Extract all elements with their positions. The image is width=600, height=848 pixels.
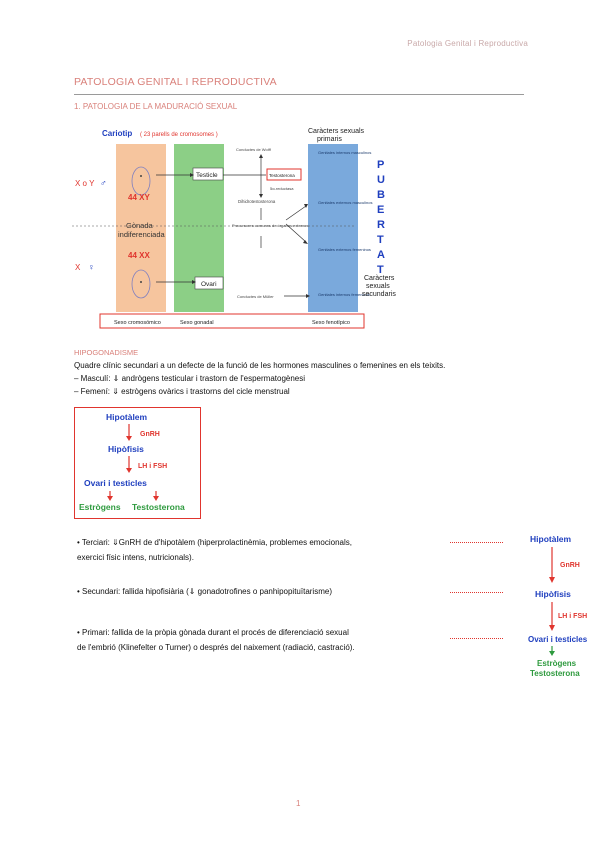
- sexual-differentiation-diagram: Cariotip ( 23 parells de cromosomes ) X …: [72, 128, 396, 329]
- axis-gonads: Ovari i testicles: [84, 478, 147, 488]
- female-cell-icon: [131, 269, 151, 299]
- puberty-letter: B: [377, 189, 385, 201]
- testis-box: [192, 167, 224, 181]
- male-symbol-icon: ♂: [100, 178, 107, 188]
- male-karyotype: 44 XY: [128, 193, 150, 202]
- secondary-title-1: Caràcters: [364, 275, 395, 282]
- side-testosterone: Testosterona: [530, 669, 580, 678]
- puberty-letter: A: [377, 249, 385, 261]
- cause-primary-line-2: de l'embrió (Klinefelter o Turner) o des…: [77, 643, 355, 652]
- pointer-secondary: [450, 592, 503, 593]
- section-heading: 1. PATOLOGIA DE LA MADURACIÓ SEXUAL: [74, 102, 238, 111]
- testosterone-label: Testosterona: [269, 173, 295, 178]
- axis-lh-fsh: LH i FSH: [138, 463, 167, 470]
- side-hypothalamus: Hipotàlem: [530, 534, 572, 544]
- secondary-title-3: secundaris: [362, 291, 396, 298]
- hypogonadism-definition: Quadre clínic secundari a un defecte de …: [74, 361, 446, 370]
- cause-tertiary-line-1: • Terciari: ⇓GnRH de d'hipotàlem (hiperp…: [77, 538, 353, 547]
- karyotype-title: Cariotip: [102, 129, 132, 138]
- cause-primary: • Primari: fallida de la pròpia gònada d…: [77, 625, 417, 655]
- cause-tertiary: • Terciari: ⇓GnRH de d'hipotàlem (hiperp…: [77, 535, 417, 565]
- hormone-axis-side-diagram: Hipotàlem GnRH Hipòfisis LH i FSH Ovari …: [528, 534, 588, 678]
- gonad-label-1: Gònada: [126, 221, 154, 230]
- chromosomal-band: [116, 144, 166, 312]
- footer-label-chromosomal: Sexo cromosómico: [114, 320, 161, 326]
- female-external-label: Genitales externos femeninos: [318, 247, 371, 252]
- primary-title-2: primaris: [317, 136, 342, 143]
- hormone-axis-diagram: Hipotàlem GnRH Hipòfisis LH i FSH Ovari …: [79, 412, 185, 512]
- axis-gnrh: GnRH: [140, 431, 160, 438]
- side-gnrh: GnRH: [560, 562, 580, 569]
- gonad-label-2: indiferenciada: [118, 230, 166, 239]
- male-cell-icon: [131, 166, 151, 196]
- title-rule: [74, 94, 524, 95]
- hypogonadism-male: – Masculí: ⇓ andrògens testicular i tras…: [74, 374, 306, 383]
- testis-label: Testicle: [196, 172, 218, 179]
- axis-estrogens: Estrògens: [79, 502, 121, 512]
- ovary-box: [194, 276, 224, 290]
- sex-levels-box: [99, 313, 365, 329]
- external-precursors-label: Precursores comunes de órganos externos: [232, 223, 308, 228]
- footer-label-phenotypic: Sexo fenotípico: [312, 320, 350, 326]
- pointer-tertiary: [450, 542, 503, 543]
- puberty-letter: T: [377, 234, 384, 246]
- side-estrogens: Estrògens: [537, 659, 577, 668]
- side-pituitary: Hipòfisis: [535, 589, 571, 599]
- cause-tertiary-line-2: exercici físic intens, nutricionals).: [77, 553, 194, 562]
- reductase-label: 5α-reductasa: [270, 186, 294, 191]
- axis-testosterone: Testosterona: [132, 502, 185, 512]
- axis-hypothalamus: Hipotàlem: [106, 412, 148, 422]
- female-label: X: [75, 263, 81, 272]
- puberty-letter: R: [377, 219, 385, 231]
- hypogonadism-female: – Femení: ⇓ estrògens ovàrics i trastorn…: [74, 387, 290, 396]
- puberty-letter: E: [377, 204, 384, 216]
- cause-secondary-line-1: • Secundari: fallida hipofisiària (⇓ gon…: [77, 587, 332, 596]
- side-gonads: Ovari i testicles: [528, 635, 588, 644]
- puberty-letter: P: [377, 159, 384, 171]
- karyotype-subtitle: ( 23 parells de cromosomes ): [140, 132, 218, 138]
- page-number: 1: [296, 799, 301, 808]
- female-karyotype: 44 XX: [128, 251, 150, 260]
- female-internal-label: Genitales internos femeninos: [318, 292, 370, 297]
- hypogonadism-heading: HIPOGONADISME: [74, 348, 139, 357]
- phenotypic-band: [308, 144, 358, 312]
- document-title: PATOLOGIA GENITAL I REPRODUCTIVA: [74, 76, 277, 88]
- primary-title-1: Caràcters sexuals: [308, 128, 365, 135]
- mullerian-label: Conductes de Müller: [237, 294, 274, 299]
- male-label: X o Y: [75, 179, 95, 188]
- cause-primary-line-1: • Primari: fallida de la pròpia gònada d…: [77, 628, 349, 637]
- wolff-label: Conductes de Wolff: [236, 147, 272, 152]
- running-header: Patologia Genital i Reproductiva: [407, 39, 528, 48]
- cause-secondary: • Secundari: fallida hipofisiària (⇓ gon…: [77, 584, 417, 599]
- male-internal-label: Genitales internos masculinos: [318, 150, 371, 155]
- dht-label: Dihidrotestosterona: [238, 199, 276, 204]
- secondary-title-2: sexuals: [366, 283, 390, 290]
- pointer-primary: [450, 638, 503, 639]
- footer-label-gonadal: Sexo gonadal: [180, 320, 214, 326]
- side-lh-fsh: LH i FSH: [558, 613, 587, 620]
- male-external-label: Genitales externos masculinos: [318, 200, 372, 205]
- puberty-letter: U: [377, 174, 385, 186]
- testosterone-box: [266, 168, 302, 181]
- female-symbol-icon: ♀: [88, 262, 95, 272]
- axis-pituitary: Hipòfisis: [108, 444, 144, 454]
- ovary-label: Ovari: [201, 281, 217, 288]
- puberty-letter: T: [377, 264, 384, 276]
- hormone-axis-box: [74, 407, 201, 519]
